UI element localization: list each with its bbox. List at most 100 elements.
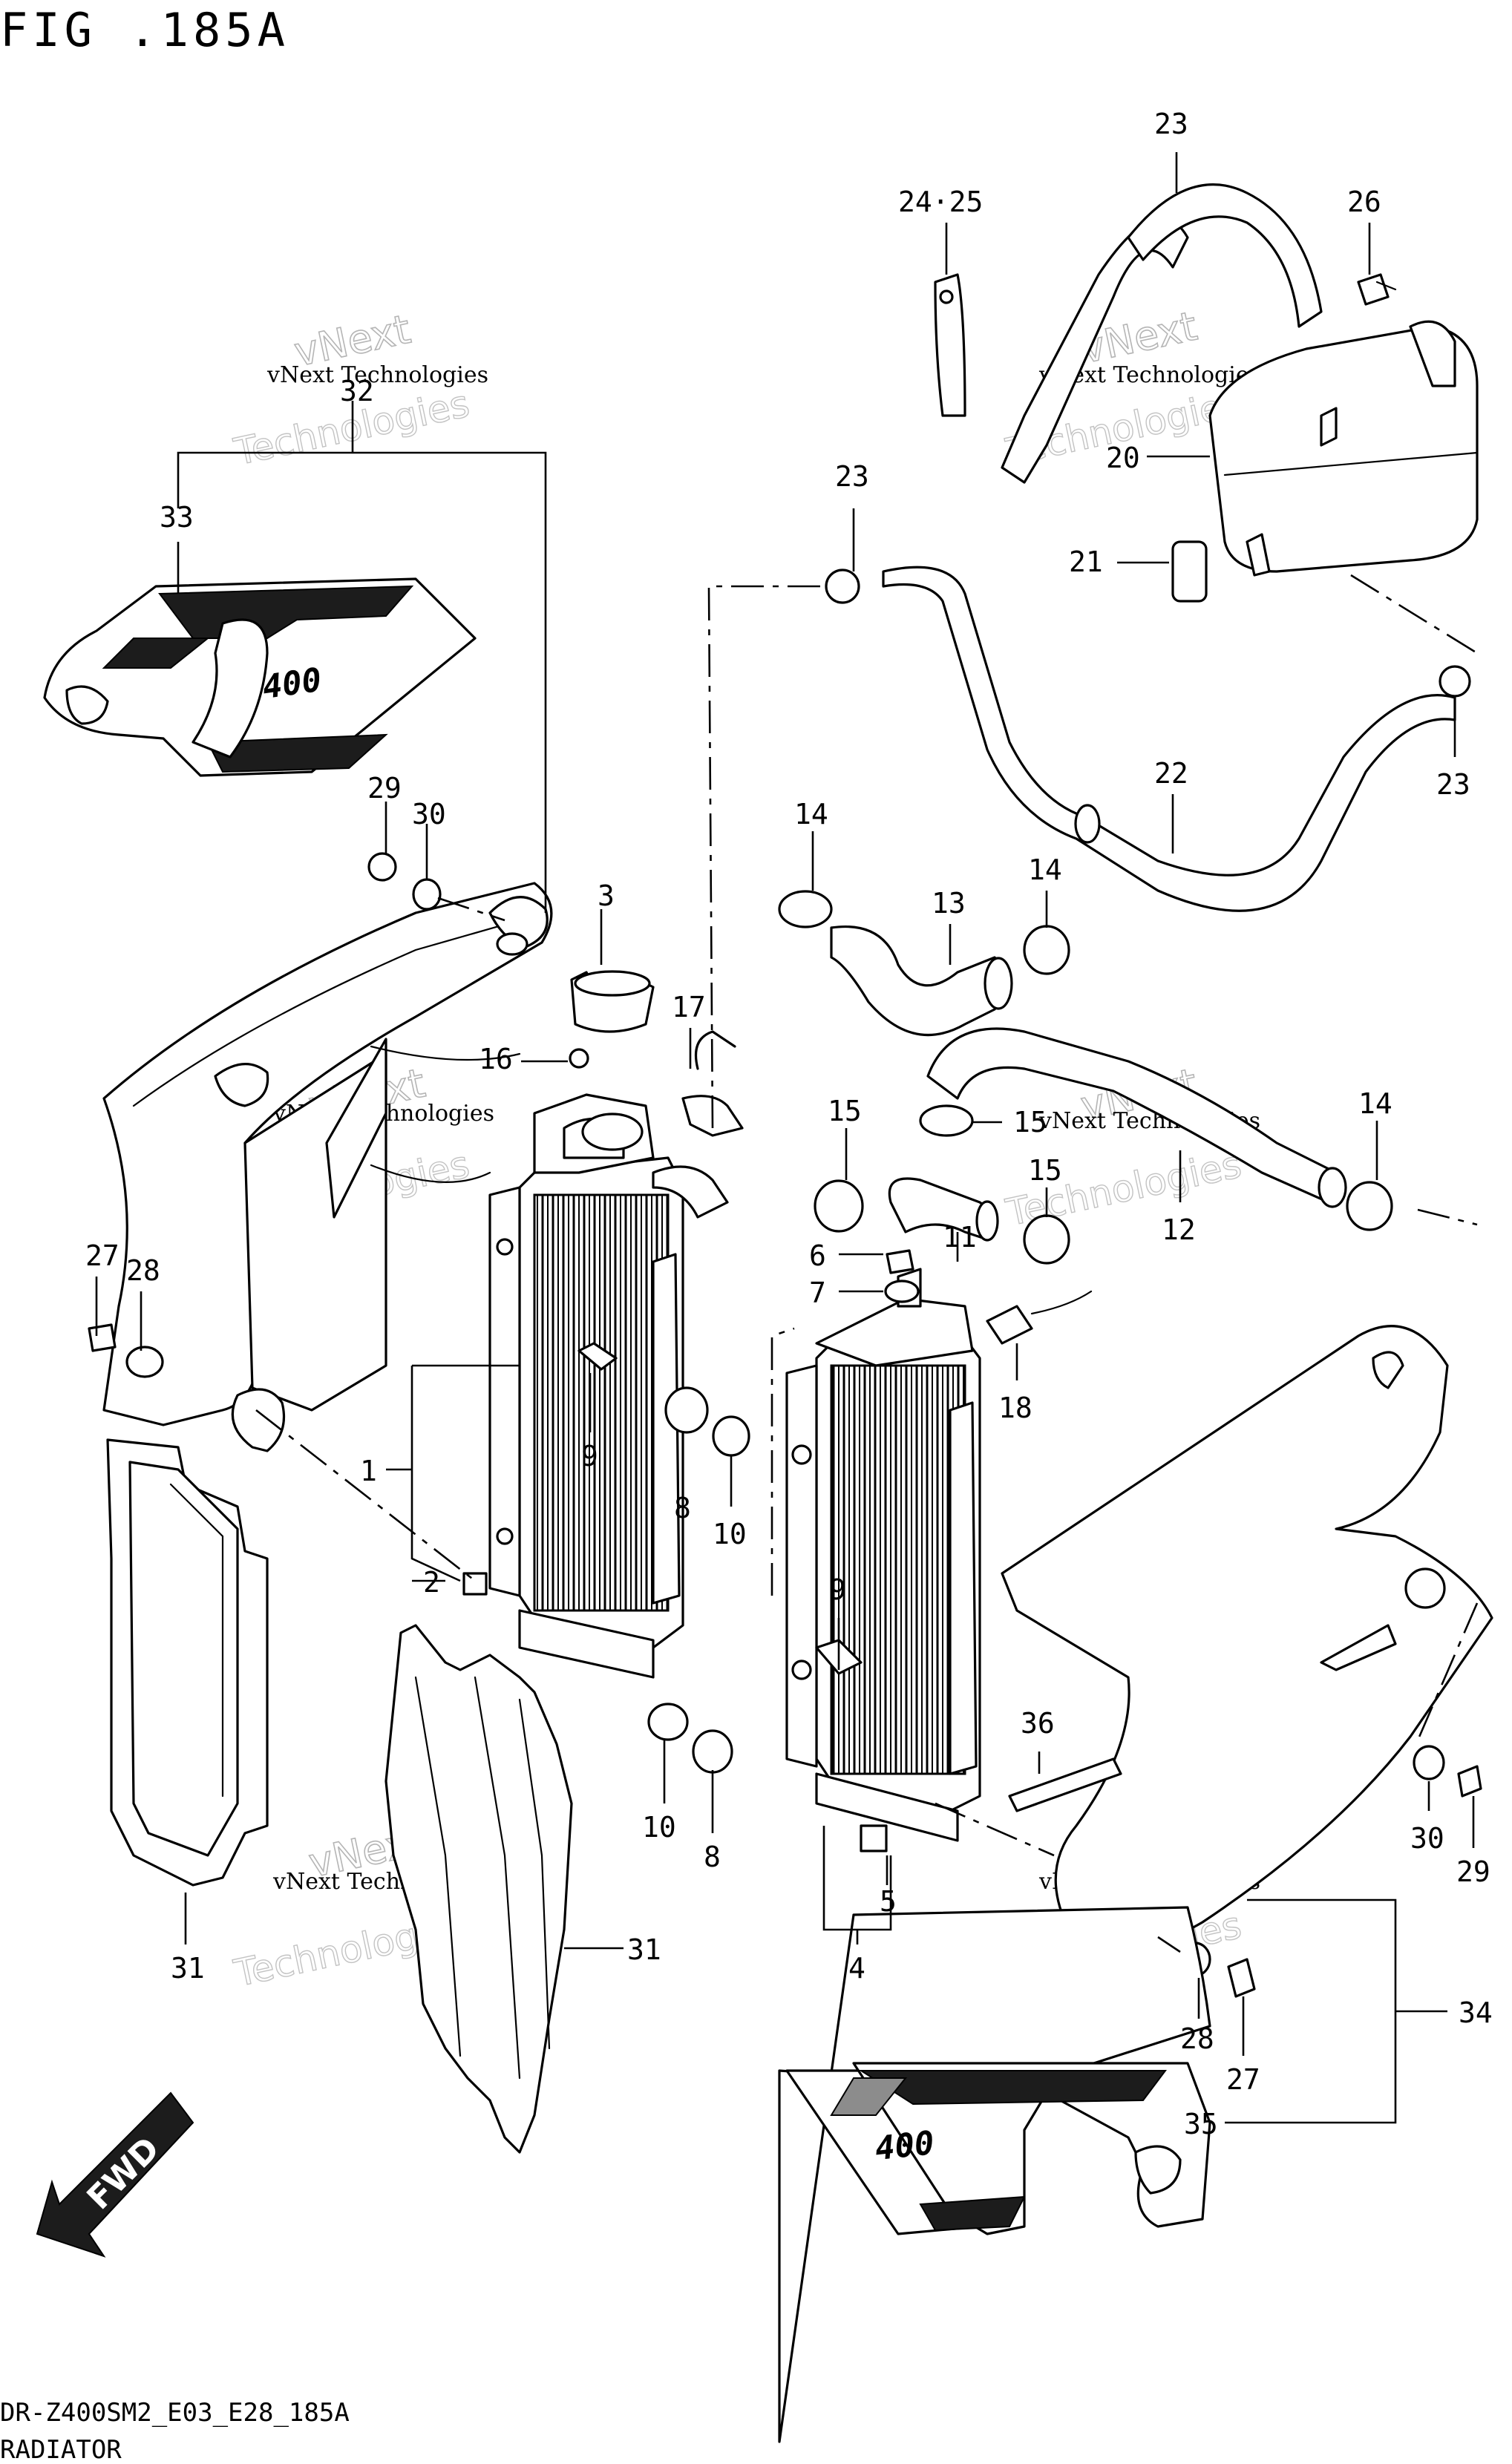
decal-35-text: 400 <box>874 2124 936 2168</box>
callout-13: 13 <box>932 887 966 920</box>
callout-labels: 23 24·25 26 20 21 23 23 22 32 33 29 30 3… <box>85 108 1493 2140</box>
clamp-14-right <box>1346 1181 1393 1231</box>
radiator-cap-3 <box>570 970 655 1151</box>
callout-4: 4 <box>848 1952 865 1985</box>
callout-14-mid: 14 <box>1028 853 1062 886</box>
leader-lines <box>95 152 1475 2124</box>
reservoir-tank-19 <box>1208 320 1479 577</box>
bolt-29-right <box>1457 1765 1482 1798</box>
decal-33-text: 400 <box>261 661 324 707</box>
assembly-lines <box>255 574 1479 1953</box>
callout-1: 1 <box>360 1455 377 1487</box>
callout-16: 16 <box>479 1043 513 1075</box>
radiator-left <box>488 1093 729 1679</box>
callout-2: 2 <box>423 1566 440 1599</box>
callout-22: 23 <box>1154 108 1188 140</box>
figure-caption: RADIATOR <box>0 2435 122 2464</box>
hose-22 <box>1001 183 1323 484</box>
callout-27-left: 27 <box>85 1239 120 1272</box>
clamp-15-c <box>1023 1214 1070 1265</box>
figure-title: FIG .185A <box>0 3 289 57</box>
callout-29-top: 29 <box>367 772 402 805</box>
callout-6: 6 <box>809 1239 826 1272</box>
washer-30-top <box>412 878 442 911</box>
callout-8-left: 8 <box>674 1492 691 1524</box>
callout-30-top: 30 <box>412 798 446 830</box>
callout-17: 17 <box>672 991 706 1023</box>
clamp-15-b <box>814 1179 864 1233</box>
callout-15-mid: 15 <box>1013 1106 1047 1138</box>
callout-7: 7 <box>809 1277 826 1309</box>
bolt-6 <box>886 1249 914 1274</box>
callout-21: 22 <box>1154 757 1188 790</box>
clamp-15-a <box>919 1104 974 1137</box>
bolt-9-left <box>577 1342 618 1371</box>
clamp-23-top <box>825 569 860 604</box>
fwd-arrow: FWD <box>36 2091 194 2258</box>
svg-text:vNext Technologies: vNext Technologies <box>266 362 488 388</box>
grommet-8-left <box>664 1386 709 1434</box>
callout-35: 35 <box>1184 2108 1218 2140</box>
washer-30-right <box>1413 1745 1445 1780</box>
callout-5: 5 <box>880 1885 897 1918</box>
clamp-24-25 <box>934 273 966 417</box>
callout-34: 34 <box>1459 1996 1493 2029</box>
callout-31-right: 31 <box>627 1933 661 1966</box>
callout-24-25: 24·25 <box>898 186 983 218</box>
callout-14-top: 14 <box>794 798 828 830</box>
hose-12 <box>926 1027 1347 1208</box>
callout-11: 11 <box>943 1221 977 1254</box>
collar-10-left <box>712 1415 750 1457</box>
bolt-29-top <box>367 852 397 882</box>
model-code: DR-Z400SM2_E03_E28_185A <box>0 2398 350 2428</box>
callout-10-right: 10 <box>642 1811 676 1844</box>
collar-10-right <box>647 1703 689 1741</box>
callout-28-right: 28 <box>1180 2022 1214 2055</box>
guard-31-right <box>384 1624 573 2154</box>
cap-20 <box>1171 540 1208 603</box>
callout-19: 20 <box>1106 442 1140 474</box>
callout-31-left: 31 <box>171 1952 205 1985</box>
callout-10-left: 10 <box>713 1518 747 1550</box>
clamp-14-mid <box>1023 925 1070 975</box>
callout-36: 36 <box>1021 1707 1055 1740</box>
decal-35: 400 <box>778 1906 1211 2443</box>
bolt-27-left <box>88 1323 117 1352</box>
shroud-frame-left <box>102 882 553 1452</box>
callout-15-left: 15 <box>828 1095 862 1127</box>
bolt-16 <box>569 1048 589 1069</box>
callout-27-right: 27 <box>1226 2063 1260 2096</box>
callout-14-right: 14 <box>1358 1087 1392 1120</box>
callout-15-lower: 15 <box>1028 1154 1062 1187</box>
clamp-14-top <box>778 890 833 928</box>
washer-7 <box>884 1279 920 1303</box>
callout-26: 26 <box>1347 186 1381 218</box>
callout-33: 33 <box>160 501 194 534</box>
callout-9-right: 9 <box>829 1573 846 1606</box>
nut-2 <box>462 1572 488 1596</box>
callout-29-right: 29 <box>1456 1855 1490 1888</box>
nut-5 <box>860 1824 888 1852</box>
callout-12: 12 <box>1162 1213 1196 1246</box>
hose-13 <box>830 925 1013 1037</box>
callout-18: 18 <box>998 1392 1032 1424</box>
callout-23-right: 23 <box>1436 768 1470 801</box>
hose-11 <box>888 1177 999 1242</box>
callout-32: 32 <box>340 375 374 407</box>
callout-20: 21 <box>1069 545 1103 578</box>
strip-36 <box>1008 1757 1122 1812</box>
clamp-23-right <box>1439 665 1471 698</box>
guard-31-left <box>106 1438 269 1887</box>
washer-28-left <box>125 1346 164 1378</box>
hose-21 <box>882 566 1456 912</box>
callout-23-top: 23 <box>835 460 869 493</box>
callout-3: 3 <box>598 879 615 912</box>
callout-28-left: 28 <box>126 1254 160 1287</box>
temp-sensor-18 <box>986 1290 1093 1345</box>
grommet-8-right <box>692 1729 733 1774</box>
bolt-27-right <box>1227 1958 1256 1998</box>
callout-30-right: 30 <box>1410 1822 1444 1855</box>
shroud-right-34 <box>1001 1325 1493 1952</box>
callout-9-left: 9 <box>581 1440 598 1472</box>
